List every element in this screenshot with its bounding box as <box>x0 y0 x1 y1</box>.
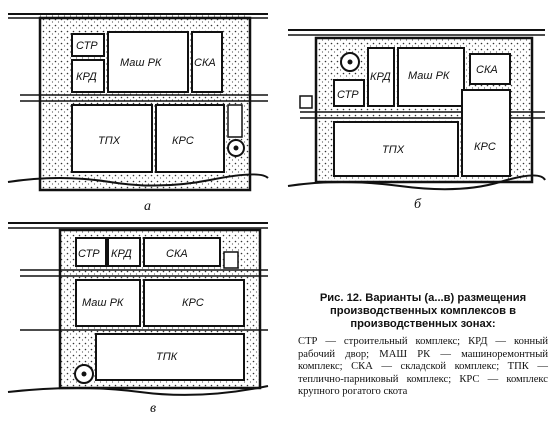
caption-body: СТР — строительный комплекс; КРД — конны… <box>298 336 548 398</box>
scheme-a-label-krd: КРД <box>76 71 97 83</box>
scheme-b-label-krd: КРД <box>370 71 391 83</box>
scheme-b-label-krs: КРС <box>474 141 496 153</box>
figure-caption: Рис. 12. Варианты (а...в) размещения про… <box>298 292 548 399</box>
scheme-a-block-str <box>71 33 105 57</box>
scheme-v-label-krd: КРД <box>111 248 132 260</box>
scheme-v-label-krs: КРС <box>182 297 204 309</box>
scheme-v-label-mash: Маш РК <box>82 297 124 309</box>
scheme-v-block-ska <box>143 237 221 267</box>
scheme-a-label-ska: СКА <box>194 57 216 69</box>
caption-title: Рис. 12. Варианты (а...в) размещения про… <box>319 292 527 330</box>
scheme-b-label-tpkh: ТПХ <box>382 144 405 156</box>
scheme-v-block-krd <box>107 237 141 267</box>
scheme-v-zone-border <box>58 228 262 390</box>
scheme-b-label-ska: СКА <box>476 64 498 76</box>
scheme-a-label-str: СТР <box>76 40 98 52</box>
scheme-v-block-tpk <box>95 333 245 381</box>
scheme-a-side-building <box>227 104 243 138</box>
scheme-b-block-str <box>333 79 365 107</box>
scheme-b-block-krs <box>461 89 511 177</box>
scheme-v-label-ska: СКА <box>166 248 188 260</box>
scheme-b-label-str: СТР <box>337 89 359 101</box>
scheme-a-zone-border <box>38 16 252 192</box>
scheme-b-label-mash: Маш РК <box>408 70 450 82</box>
scheme-a-label-mash: Маш РК <box>120 57 162 69</box>
scheme-b-side-building <box>299 95 313 109</box>
scheme-v-side-building <box>223 251 239 269</box>
scheme-b-letter: б <box>414 197 422 212</box>
scheme-v-letter: в <box>150 401 156 416</box>
scheme-a-block-ska <box>191 31 223 93</box>
scheme-b-zone-border <box>314 36 534 184</box>
scheme-v-block-krs <box>143 279 245 327</box>
scheme-v-label-tpk: ТПК <box>156 351 178 363</box>
scheme-a-block-krd <box>71 59 105 93</box>
scheme-a-block-krs <box>155 104 225 173</box>
scheme-a-bottom-edge <box>7 173 269 187</box>
scheme-a-letter: а <box>144 199 151 214</box>
scheme-b-bottom-edge <box>287 174 546 191</box>
scheme-a: СТР КРД Маш РК СКА ТПХ КРС а <box>7 13 269 214</box>
scheme-a-block-tpkh <box>71 104 153 173</box>
scheme-b-block-ska <box>469 53 511 85</box>
scheme-a-block-mash <box>107 31 189 93</box>
scheme-a-label-tpkh: ТПХ <box>98 135 121 147</box>
scheme-b-block-mash <box>397 47 465 107</box>
scheme-a-label-krs: КРС <box>172 135 194 147</box>
scheme-b-block-tpkh <box>333 121 459 177</box>
scheme-v-bottom-edge <box>7 385 269 396</box>
scheme-b-block-krd <box>367 47 395 107</box>
scheme-b: СТР КРД Маш РК СКА ТПХ КРС б <box>287 29 546 212</box>
scheme-v-block-str <box>75 237 107 267</box>
scheme-v-label-str: СТР <box>78 248 100 260</box>
scheme-v: СТР КРД СКА Маш РК КРС ТПК в <box>7 222 269 416</box>
scheme-v-block-mash <box>75 279 141 327</box>
